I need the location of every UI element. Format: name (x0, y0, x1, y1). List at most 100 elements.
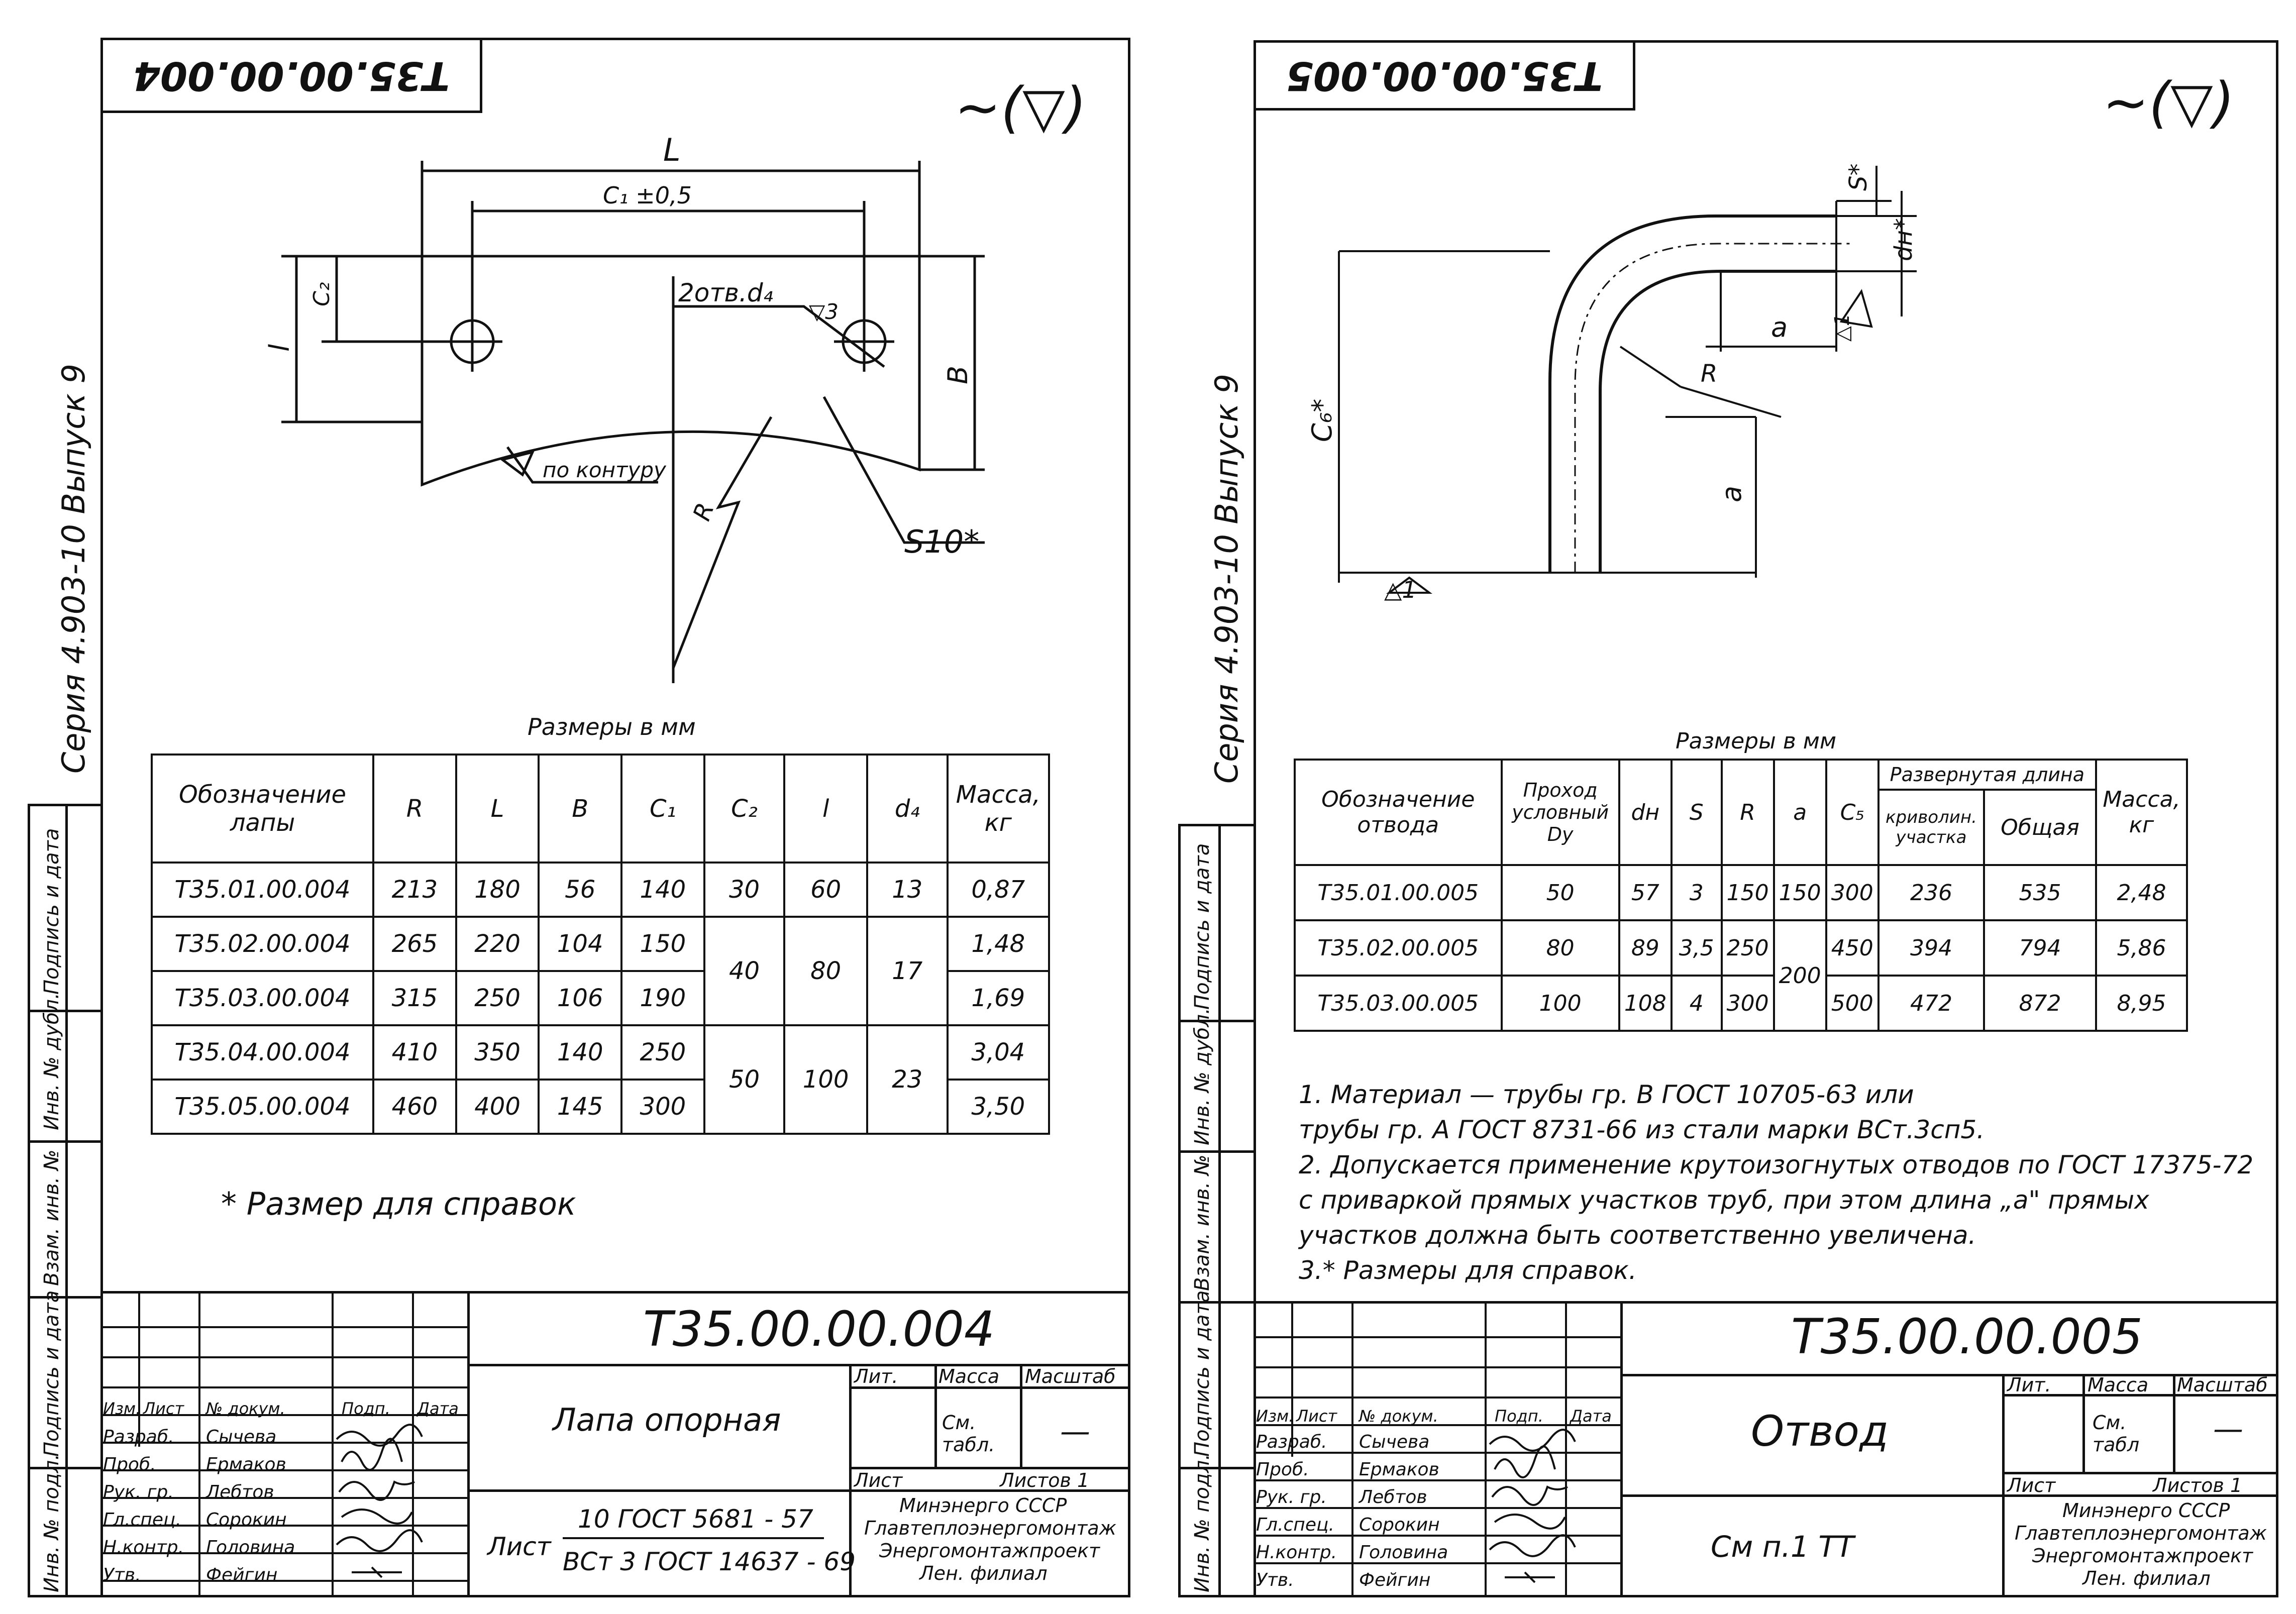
right-tb-role: Проб. (1256, 1459, 1309, 1480)
table-row: Т35.03.00.005 100 108 4 300 500 472 872 … (1294, 975, 2188, 1032)
left-tb-col-header: № докум. (206, 1399, 285, 1418)
right-tb-material: См п.1 ТТ (1711, 1530, 1854, 1564)
left-tb-person: Сычева (206, 1427, 277, 1447)
tb-grid (100, 1525, 467, 1527)
left-rough-label: ▽3 (809, 299, 839, 324)
right-cell: 3,5 (1670, 919, 1723, 977)
tb-grid (100, 1386, 467, 1388)
left-dim-B: B (942, 366, 974, 384)
left-th-mass: Масса, кг (946, 754, 1051, 864)
tb-grid (100, 1414, 467, 1416)
left-tb-person: Ермаков (206, 1454, 286, 1475)
right-strip-divider (1178, 1150, 1256, 1153)
left-cell: Т35.03.00.004 (150, 970, 375, 1026)
left-strip-vdivider (65, 804, 68, 1597)
left-cell: 220 (455, 916, 540, 972)
right-note: с приваркой прямых участков труб, при эт… (1299, 1186, 2149, 1215)
left-holes-label: 2отв.d₄ (678, 278, 773, 307)
right-side-strip (1178, 824, 1256, 1597)
table-row: Т35.01.00.005 50 57 3 150 150 300 236 53… (1294, 864, 2188, 921)
left-cell: Т35.04.00.004 (150, 1024, 375, 1081)
right-note: 1. Материал — трубы гр. В ГОСТ 10705-63 … (1299, 1080, 1914, 1109)
right-note: 3.* Размеры для справок. (1299, 1256, 1637, 1285)
left-cell: 350 (455, 1024, 540, 1081)
left-th-B: B (538, 754, 623, 864)
left-cell: Т35.05.00.004 (150, 1079, 375, 1135)
left-stamp-box (100, 38, 482, 113)
table-row: Т35.03.00.004 315 250 106 190 1,69 (150, 970, 1051, 1026)
left-tb-org: Минэнерго СССР (899, 1494, 1067, 1517)
left-surface-symbol: ∼(▽) (955, 75, 1087, 140)
right-note: участков должна быть соответственно увел… (1299, 1221, 1976, 1250)
tb-grid (198, 1291, 200, 1597)
tb-grid (1351, 1301, 1353, 1597)
right-tb-org: Лен. филиал (2082, 1567, 2211, 1589)
left-cell: 150 (620, 916, 705, 972)
right-cell: 108 (1618, 975, 1673, 1032)
right-cell: 57 (1618, 864, 1673, 921)
left-S-label: S10* (904, 523, 979, 560)
right-label-S: S* (1844, 164, 1872, 191)
left-cell: 100 (783, 1024, 868, 1135)
right-tb-col-header: № докум. (1359, 1407, 1438, 1426)
right-cell: Т35.01.00.005 (1294, 864, 1503, 921)
tb-grid (467, 1364, 1130, 1366)
tb-grid (849, 1364, 852, 1597)
right-tb-lit: Лит. (2007, 1374, 2051, 1396)
left-dim-L: L (663, 132, 681, 168)
left-tb-col-header: Изм. (103, 1399, 141, 1418)
left-cell: 213 (372, 862, 457, 918)
right-tb-org: Энергомонтажпроект (2032, 1545, 2253, 1567)
table-row: Т35.02.00.005 80 89 3,5 250 200 450 394 … (1294, 919, 2188, 1032)
tb-grid (934, 1364, 937, 1467)
right-cell: 872 (1983, 975, 2097, 1032)
right-tb-person: Сорокин (1359, 1515, 1440, 1535)
right-th-dy: Проход условный Dy (1500, 759, 1620, 866)
tb-grid (138, 1291, 140, 1447)
tb-grid (1254, 1535, 1620, 1537)
right-th-curved: криволин. участка (1877, 789, 1986, 866)
left-cell: 250 (455, 970, 540, 1026)
left-tb-role: Н.контр. (103, 1537, 184, 1558)
right-tb-masshtab: Масштаб (2177, 1374, 2268, 1396)
left-drawing: L C₁ ±0,5 C₂ l B 2отв.d₄ ▽3 по контуру R… (264, 132, 985, 683)
left-tb-role: Разраб. (103, 1427, 174, 1447)
left-cell: 180 (455, 862, 540, 918)
right-note: 2. Допускается применение крутоизогнутых… (1299, 1150, 2254, 1179)
left-tb-person: Лебтов (206, 1482, 274, 1502)
left-tb-lit: Лит. (854, 1365, 898, 1387)
right-strip-divider (1178, 1020, 1256, 1022)
left-th-designation: Обозначение лапы (150, 754, 375, 864)
tb-grid (1254, 1452, 1620, 1454)
right-strip-divider (1178, 1301, 1256, 1304)
tb-grid (1020, 1364, 1022, 1467)
right-cell: 794 (1983, 919, 2097, 977)
right-tb-col-header: Дата (1570, 1407, 1612, 1426)
table-row: Т35.01.00.004 213 180 56 140 30 60 13 0,… (150, 862, 1051, 918)
tb-grid (467, 1489, 1130, 1492)
right-strip-vdivider (1218, 824, 1221, 1597)
right-cell: 4 (1670, 975, 1723, 1032)
right-tb-code: Т35.00.00.005 (1791, 1309, 2143, 1365)
left-tb-col-header: Лист (143, 1399, 184, 1418)
right-side-label: Инв. № дубл. (1191, 1008, 1214, 1145)
left-cell: 17 (866, 916, 949, 1026)
tb-grid (1620, 1494, 2278, 1497)
table-row: Т35.05.00.004 460 400 145 300 3,50 (150, 1079, 1051, 1135)
right-cell: 500 (1825, 975, 1880, 1032)
table-row: Т35.04.00.004 410 350 140 250 50 100 23 … (150, 1024, 1051, 1135)
right-side-label: Инв. № подл. (1191, 1454, 1214, 1592)
right-cell: 394 (1877, 919, 1986, 977)
left-tb-org: Главтеплоэнергомонтаж (864, 1517, 1116, 1539)
right-tb-role: Утв. (1256, 1570, 1294, 1590)
right-cell: 300 (1825, 864, 1880, 921)
left-cell: 40 (703, 916, 786, 1026)
left-cell: 410 (372, 1024, 457, 1081)
right-cell: 535 (1983, 864, 2097, 921)
left-cell: 56 (538, 862, 623, 918)
left-tb-listov: Листов 1 (1000, 1469, 1090, 1491)
tb-grid (100, 1552, 467, 1554)
left-cell: 140 (620, 862, 705, 918)
left-tb-role: Проб. (103, 1454, 156, 1475)
right-cell: 2,48 (2095, 864, 2188, 921)
